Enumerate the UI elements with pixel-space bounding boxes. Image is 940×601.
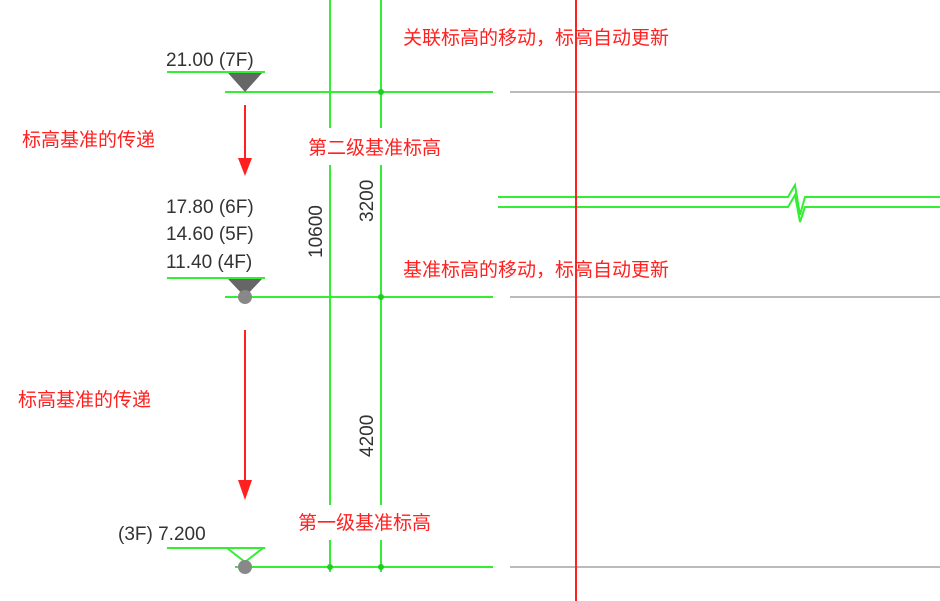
level-marker-7f-icon[interactable] <box>228 73 262 92</box>
level-label-7f: 21.00 (7F) <box>166 50 254 71</box>
grid-nodes <box>327 89 384 570</box>
level-label-3f: (3F) 7.200 <box>118 524 206 545</box>
annotation-datum-move: 基准标高的移动，标高自动更新 <box>403 259 669 281</box>
annotation-transfer: 标高基准的传递 <box>18 389 151 411</box>
dimension-upper: 3200 <box>357 180 378 222</box>
annotation-first-datum: 第一级基准标高 <box>298 512 431 534</box>
level-marker-4f-icon[interactable] <box>228 279 262 297</box>
transfer-arrow-icon <box>238 105 252 176</box>
dimension-lower: 4200 <box>357 415 378 457</box>
annotation-second-datum: 第二级基准标高 <box>308 137 441 159</box>
level-label-5f: 14.60 (5F) <box>166 224 254 245</box>
level-label-6f: 17.80 (6F) <box>166 197 254 218</box>
transfer-arrow-icon <box>238 330 252 500</box>
datum-node-icon[interactable] <box>238 560 252 574</box>
annotation-related-move: 关联标高的移动，标高自动更新 <box>403 27 669 49</box>
annotation-transfer: 标高基准的传递 <box>22 129 155 151</box>
green-lines <box>167 0 940 572</box>
datum-node-icon[interactable] <box>238 290 252 304</box>
gray-level-lines <box>510 91 940 568</box>
dimension-total: 10600 <box>306 205 327 258</box>
level-label-4f: 11.40 (4F) <box>166 252 252 273</box>
